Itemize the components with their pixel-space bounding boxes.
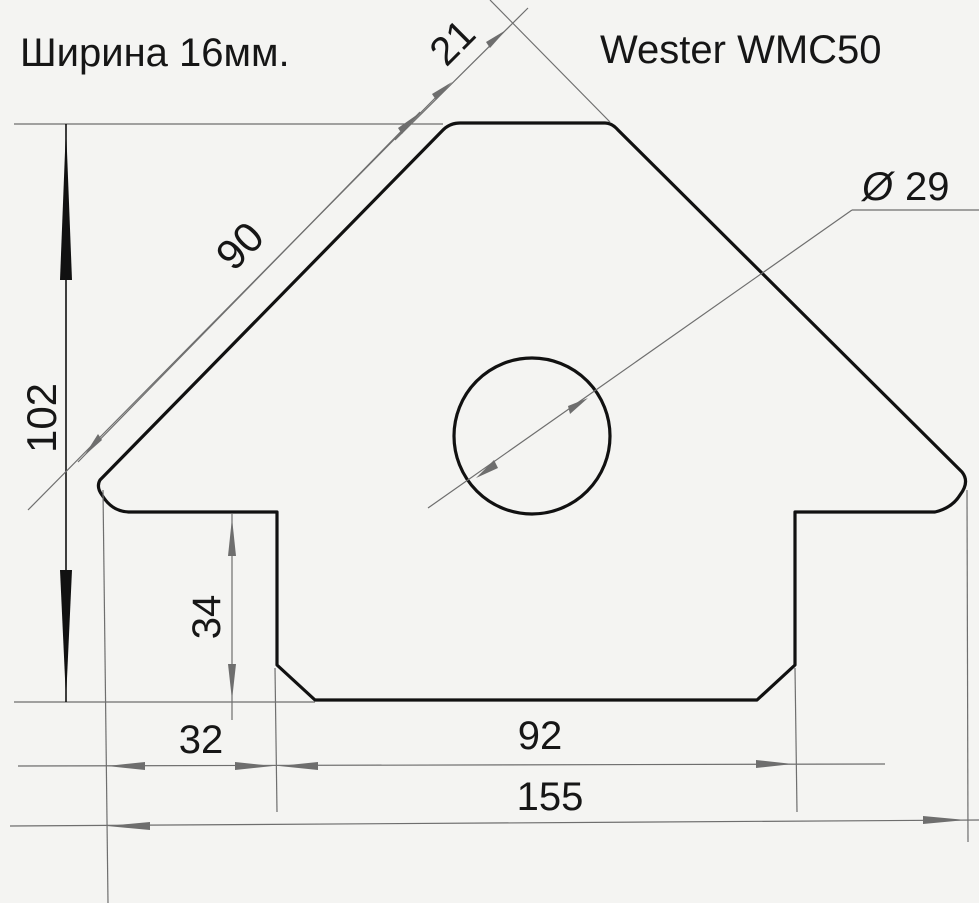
bottom-dimension-lines: [17, 763, 886, 767]
diameter-arrow-b: [568, 398, 588, 414]
part-outline: [96, 121, 968, 702]
height-label: 102: [18, 383, 65, 453]
chamfer-arrow-b: [486, 30, 506, 48]
diameter-symbol: Ø: [860, 165, 896, 209]
chamfer-label: 21: [422, 12, 485, 75]
diameter-leader: [427, 209, 979, 509]
total-width-label: 155: [517, 775, 584, 819]
dim92-arrow-left: [279, 762, 318, 770]
notch-width-label: 32: [179, 718, 224, 762]
dim155-arrow-right: [923, 816, 966, 824]
notch-arrow-bottom: [228, 664, 236, 700]
notch-height-label: 34: [185, 595, 229, 640]
slant-label: 90: [207, 213, 273, 279]
height-arrow-top: [60, 126, 72, 280]
total-width-dimension: [9, 819, 979, 827]
extension-lines: [102, 489, 969, 903]
notch-arrow-top: [228, 518, 236, 556]
diameter-label: 29: [905, 165, 950, 209]
model-name: Wester WMC50: [600, 28, 882, 72]
chamfer-arrow-a: [432, 82, 452, 100]
slant-arrow-high: [398, 114, 418, 134]
base-width-label: 92: [518, 714, 563, 758]
height-arrow-bottom: [60, 570, 72, 700]
dim32-arrow-right: [235, 762, 273, 770]
width-note: Ширина 16мм.: [20, 31, 290, 75]
slant-arrow-low: [84, 434, 102, 456]
chamfer-dimension: [394, 0, 611, 141]
diameter-arrow-a: [476, 460, 498, 478]
dim92-arrow-right: [756, 760, 793, 768]
dim155-arrow-left: [107, 822, 150, 830]
center-hole: [452, 356, 612, 516]
dim32-arrow-left: [107, 762, 145, 770]
